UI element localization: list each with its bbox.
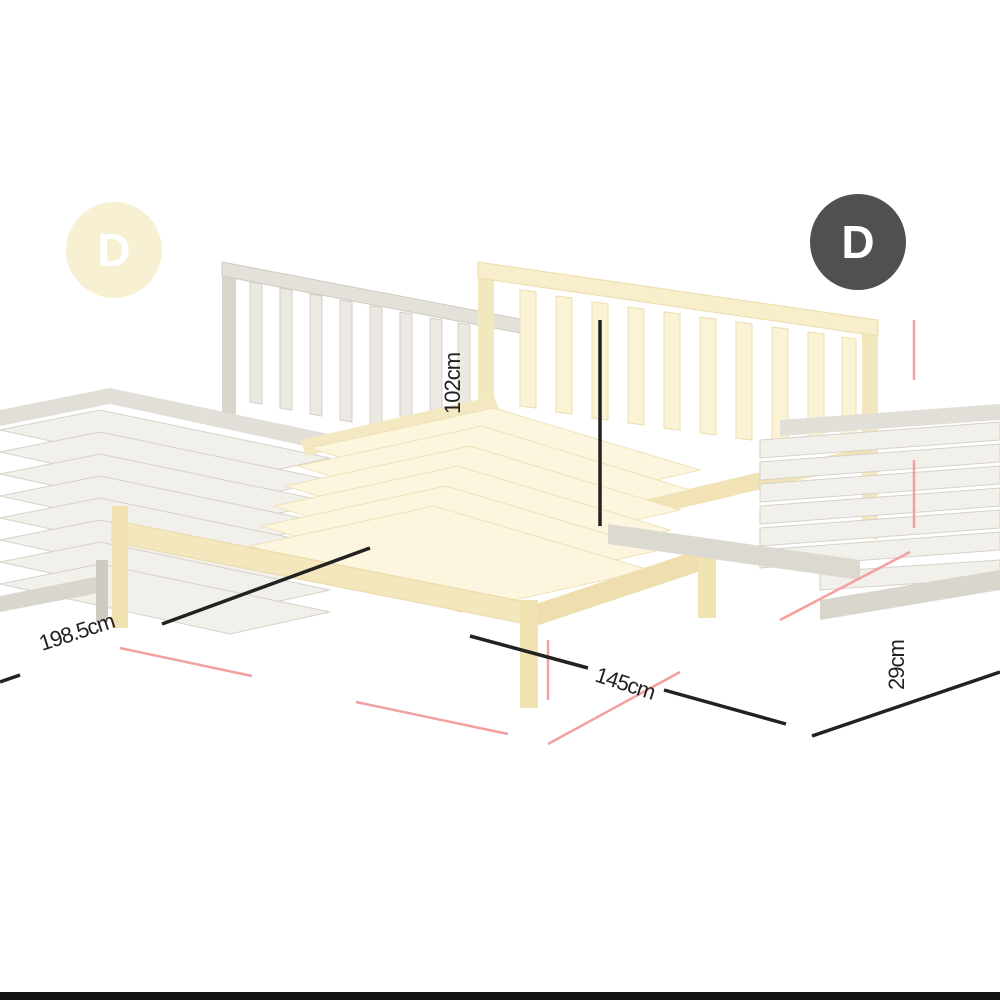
right-leg-front-right	[698, 540, 716, 618]
height-dimension-label: 102cm	[440, 352, 465, 414]
right-bed	[111, 261, 879, 708]
left-front-rail	[0, 576, 104, 612]
right-leg-front-left	[112, 506, 128, 628]
brand-badge-right: D	[810, 194, 906, 290]
extra-dimension-label: 29cm	[884, 640, 909, 690]
right-headboard-top-rail	[477, 261, 879, 337]
right-foot-rail-end	[536, 544, 716, 626]
right-mattress-slats	[248, 407, 702, 613]
right-headboard-post-left	[478, 262, 494, 440]
right-leg-front-mid	[520, 600, 538, 708]
dimension-lines	[0, 320, 1000, 738]
left-front-leg	[96, 560, 108, 622]
brand-letter-left: D	[97, 224, 131, 276]
left-headboard-post-left	[222, 262, 236, 420]
far-right-bed-fragment	[608, 404, 1000, 620]
brand-badge-left: D	[66, 202, 162, 298]
brand-letter-right: D	[841, 216, 875, 268]
bottom-border	[0, 992, 1000, 1000]
dimension-guide-lines	[119, 320, 916, 746]
